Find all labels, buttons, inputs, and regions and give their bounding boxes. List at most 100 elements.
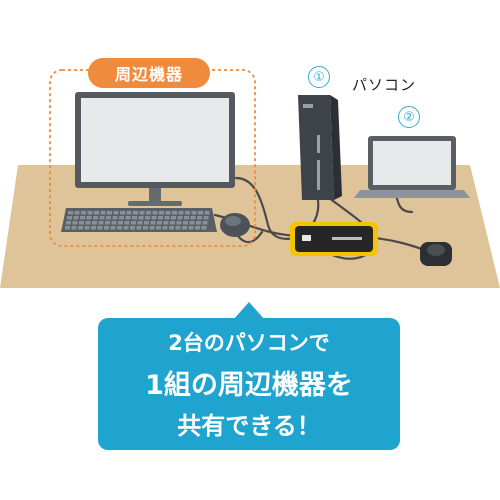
keyboard-key <box>86 216 92 220</box>
keyboard-key <box>118 221 123 225</box>
keyboard-key <box>156 226 161 230</box>
keyboard-key <box>126 211 132 215</box>
callout-line-2: 1組の周辺機器を <box>145 370 353 401</box>
keyboard-key <box>202 221 208 225</box>
keyboard-key <box>139 211 145 215</box>
keyboard-key <box>204 211 210 215</box>
keyboard-key <box>163 221 169 225</box>
keyboard-key <box>94 211 99 215</box>
keyboard-key <box>85 221 91 225</box>
keyboard-key <box>170 221 175 225</box>
keyboard-key <box>177 216 183 220</box>
keyboard <box>61 208 217 232</box>
keyboard-key <box>178 211 184 215</box>
callout-line-1: 2台のパソコンで <box>168 331 330 355</box>
laptop <box>354 136 470 198</box>
keyboard-key <box>136 226 142 230</box>
keyboard-key <box>201 226 207 230</box>
keyboard-key <box>93 216 98 220</box>
keyboard-key <box>98 221 104 225</box>
keyboard-key <box>195 226 200 230</box>
keyboard-key <box>105 221 110 225</box>
monitor <box>75 92 235 206</box>
keyboard-key <box>159 211 164 215</box>
pc1-number-badge: ① <box>308 66 330 88</box>
keyboard-key <box>92 221 97 225</box>
keyboard-key <box>81 211 86 215</box>
keyboard-key <box>97 226 103 230</box>
keyboard-key <box>191 211 197 215</box>
mouse <box>220 213 250 237</box>
keyboard-key <box>80 216 85 220</box>
keyboard-key <box>190 216 196 220</box>
keyboard-key <box>124 221 130 225</box>
keyboard-key <box>133 211 138 215</box>
keyboard-key <box>74 211 80 215</box>
keyboard-key <box>68 211 73 215</box>
keyboard-key <box>79 221 84 225</box>
keyboard-key <box>151 216 157 220</box>
keyboard-key <box>196 221 201 225</box>
keyboard-key <box>125 216 131 220</box>
keyboard-key <box>146 211 151 215</box>
keyboard-key <box>150 221 156 225</box>
keyboard-key <box>131 221 136 225</box>
callout-line-3: 共有できる！ <box>177 412 321 440</box>
keyboard-key <box>104 226 109 230</box>
keyboard-key <box>145 216 150 220</box>
keyboard-key <box>137 221 143 225</box>
keyboard-key <box>78 226 83 230</box>
remote-button <box>420 242 452 266</box>
keyboard-key <box>164 216 170 220</box>
keyboard-key <box>143 226 148 230</box>
keyboard-key <box>107 211 112 215</box>
keyboard-key <box>132 216 137 220</box>
keyboard-key <box>87 211 93 215</box>
keyboard-key <box>112 216 118 220</box>
keyboard-key <box>157 221 162 225</box>
keyboard-key <box>171 216 176 220</box>
keyboard-key <box>172 211 177 215</box>
keyboard-key <box>138 216 144 220</box>
keyboard-key <box>184 216 189 220</box>
keyboard-key <box>120 211 125 215</box>
tower-pc <box>298 95 342 200</box>
peripherals-tag: 周辺機器 <box>88 58 210 88</box>
keyboard-key <box>117 226 122 230</box>
keyboard-key <box>197 216 202 220</box>
keyboard-key <box>73 216 79 220</box>
keyboard-key <box>185 211 190 215</box>
keyboard-key <box>84 226 90 230</box>
keyboard-key <box>162 226 168 230</box>
keyboard-key <box>188 226 194 230</box>
keyboard-key <box>110 226 116 230</box>
keyboard-key <box>144 221 149 225</box>
pc-label: パソコン <box>352 76 417 94</box>
keyboard-key <box>182 226 187 230</box>
keyboard-key <box>152 211 158 215</box>
keyboard-key <box>176 221 182 225</box>
keyboard-key <box>67 216 72 220</box>
keyboard-key <box>99 216 105 220</box>
keyboard-key <box>91 226 96 230</box>
keyboard-key <box>203 216 209 220</box>
pc2-number-badge: ② <box>398 106 420 128</box>
keyboard-key <box>113 211 119 215</box>
keyboard-key <box>71 226 77 230</box>
keyboard-key <box>183 221 188 225</box>
keyboard-key <box>119 216 124 220</box>
keyboard-key <box>169 226 174 230</box>
kvm-switch <box>290 222 378 256</box>
keyboard-key <box>189 221 195 225</box>
callout-pointer <box>233 302 265 320</box>
keyboard-key <box>130 226 135 230</box>
keyboard-key <box>158 216 163 220</box>
keyboard-key <box>66 221 71 225</box>
keyboard-key <box>111 221 117 225</box>
keyboard-key <box>65 226 70 230</box>
callout-box: 2台のパソコンで 1組の周辺機器を 共有できる！ <box>98 318 400 450</box>
keyboard-key <box>72 221 78 225</box>
keyboard-key <box>165 211 171 215</box>
keyboard-key <box>100 211 106 215</box>
